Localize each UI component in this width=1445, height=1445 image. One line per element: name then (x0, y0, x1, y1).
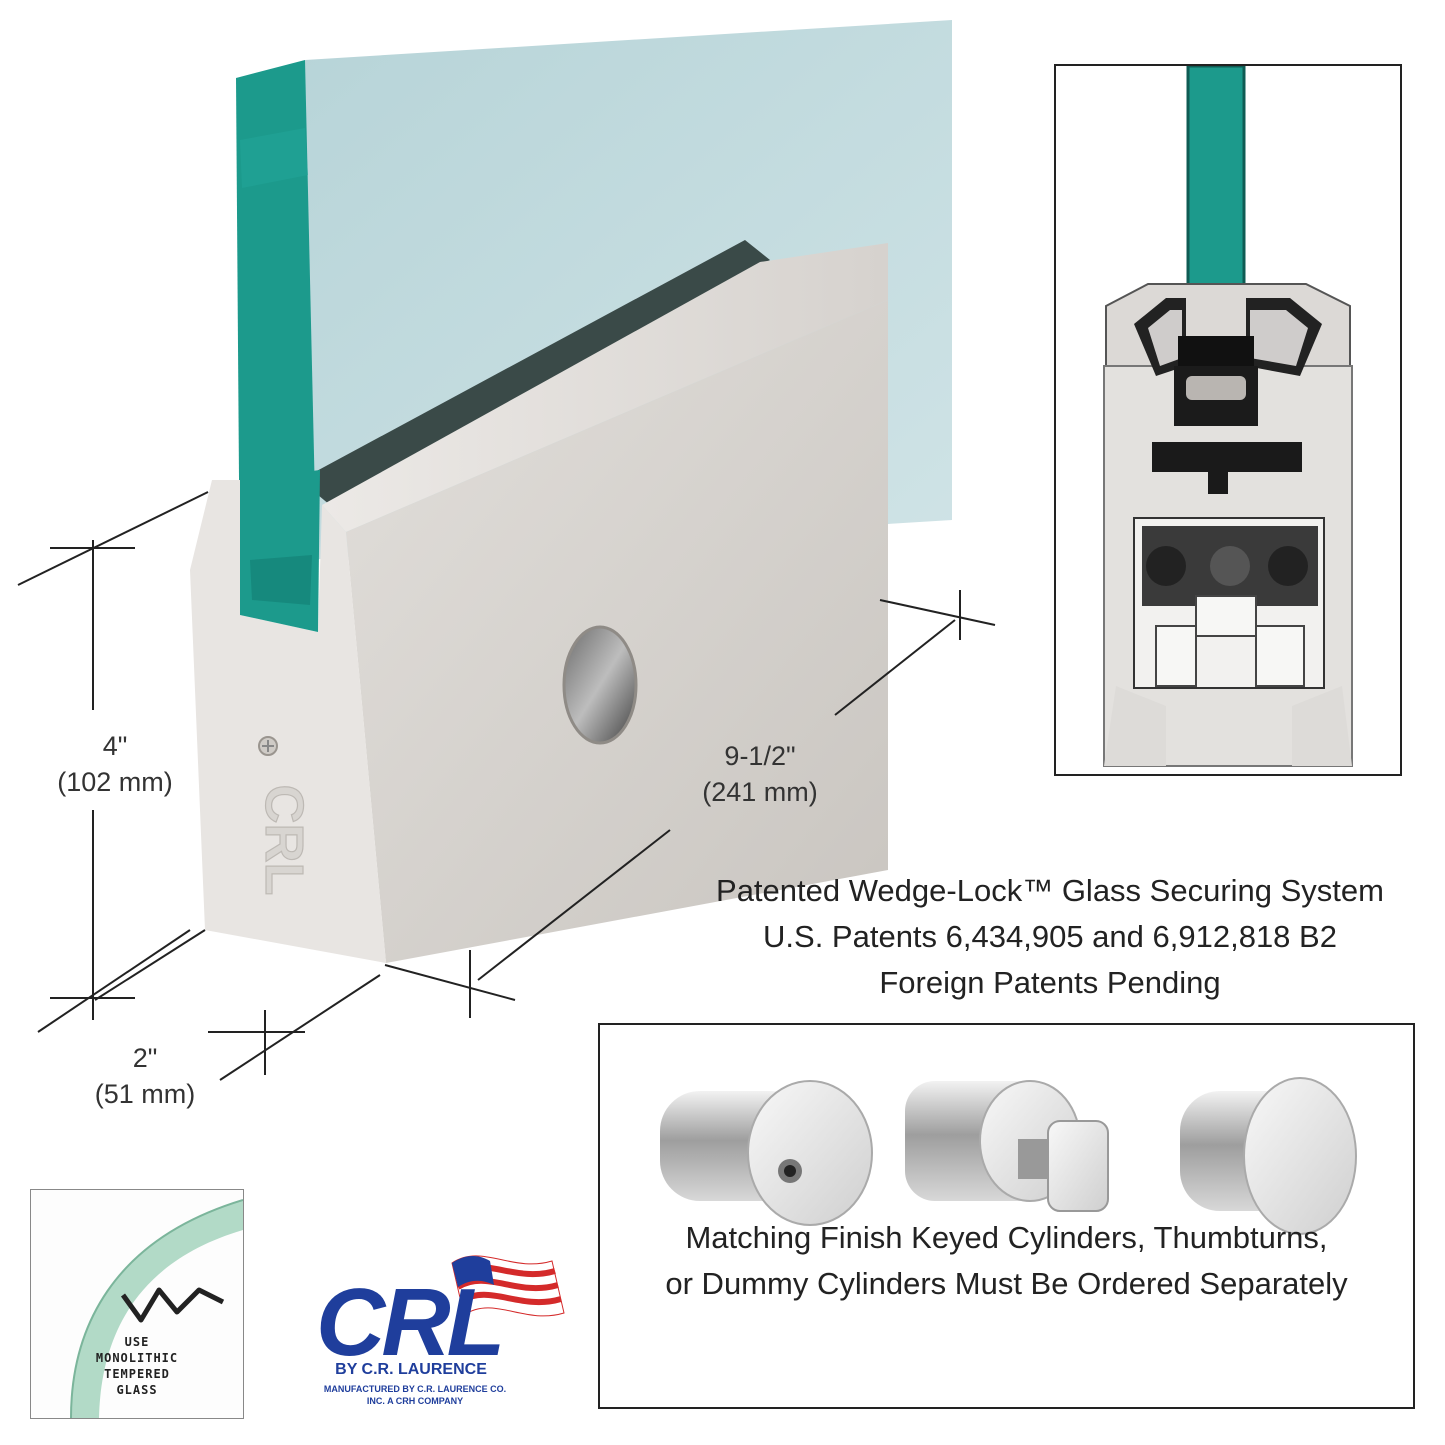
crl-logo-tagline: BY C.R. LAURENCE (322, 1360, 500, 1380)
railing-base-shoe-illustration: CRL (17, 20, 996, 1081)
cylinders-illustration (660, 1077, 1357, 1235)
thumbturn-icon (905, 1080, 1109, 1212)
height-dimension-label: 4" (102 mm) (40, 728, 190, 800)
depth-dimension-lines (94, 929, 381, 1081)
cylinder-hole (562, 625, 638, 745)
patent-line-1: Patented Wedge-Lock™ Glass Securing Syst… (716, 873, 1384, 908)
depth-value: 2" (132, 1043, 158, 1073)
badge-line-1: USE (124, 1335, 150, 1349)
patent-info: Patented Wedge-Lock™ Glass Securing Syst… (660, 868, 1440, 1006)
logo-sub-line: A CRH COMPANY (387, 1396, 464, 1406)
crl-logo-subtext: MANUFACTURED BY C.R. LAURENCE CO. INC. A… (320, 1383, 510, 1407)
depth-dimension-label: 2" (51 mm) (70, 1040, 220, 1112)
height-value: 4" (102, 731, 128, 761)
keyed-cylinder-icon (660, 1080, 873, 1226)
base-shoe-front (346, 300, 888, 963)
cylinders-box: Matching Finish Keyed Cylinders, Thumbtu… (598, 1023, 1415, 1409)
cross-section-drawing (1056, 66, 1400, 774)
cylinders-note: Matching Finish Keyed Cylinders, Thumbtu… (600, 1215, 1413, 1307)
cylinders-line-1: Matching Finish Keyed Cylinders, Thumbtu… (685, 1220, 1328, 1255)
length-dimension-lines (384, 590, 996, 1018)
crl-logo: CRL BY C.R. LAURENCE MANUFACTURED BY C.R… (312, 1243, 570, 1406)
length-dimension-label: 9-1/2" (241 mm) (665, 738, 855, 810)
height-metric: (102 mm) (57, 767, 173, 797)
patent-line-2: U.S. Patents 6,434,905 and 6,912,818 B2 (763, 919, 1337, 954)
patent-line-3: Foreign Patents Pending (879, 965, 1221, 1000)
glass-badge-graphic (70, 1199, 243, 1418)
badge-line-2: MONOLITHIC (95, 1351, 179, 1365)
crl-logo-graphic: CRL (316, 1255, 565, 1361)
length-value: 9-1/2" (724, 741, 796, 771)
cross-section-detail (1054, 64, 1402, 776)
base-shoe-top (322, 243, 888, 532)
us-flag-icon (451, 1255, 565, 1317)
length-metric: (241 mm) (702, 777, 818, 807)
tempered-glass-icon (120, 1287, 225, 1323)
height-dimension-lines (17, 491, 209, 1033)
logo-top-line: MANUFACTURED BY C.R. LAURENCE CO. INC. (323, 1384, 507, 1406)
glass-badge-text: USE MONOLITHIC TEMPERED GLASS (31, 1334, 243, 1398)
base-shoe-end (190, 480, 386, 963)
dummy-cylinder-icon (1180, 1077, 1357, 1235)
tempered-glass-badge: USE MONOLITHIC TEMPERED GLASS (30, 1189, 244, 1419)
embossed-crl-mark: CRL (254, 785, 314, 896)
depth-metric: (51 mm) (94, 1079, 196, 1109)
badge-line-4: GLASS (116, 1383, 158, 1397)
crl-logo-letters: CRL (316, 1269, 501, 1361)
badge-line-3: TEMPERED (104, 1367, 170, 1381)
cylinders-line-2: or Dummy Cylinders Must Be Ordered Separ… (665, 1266, 1348, 1301)
